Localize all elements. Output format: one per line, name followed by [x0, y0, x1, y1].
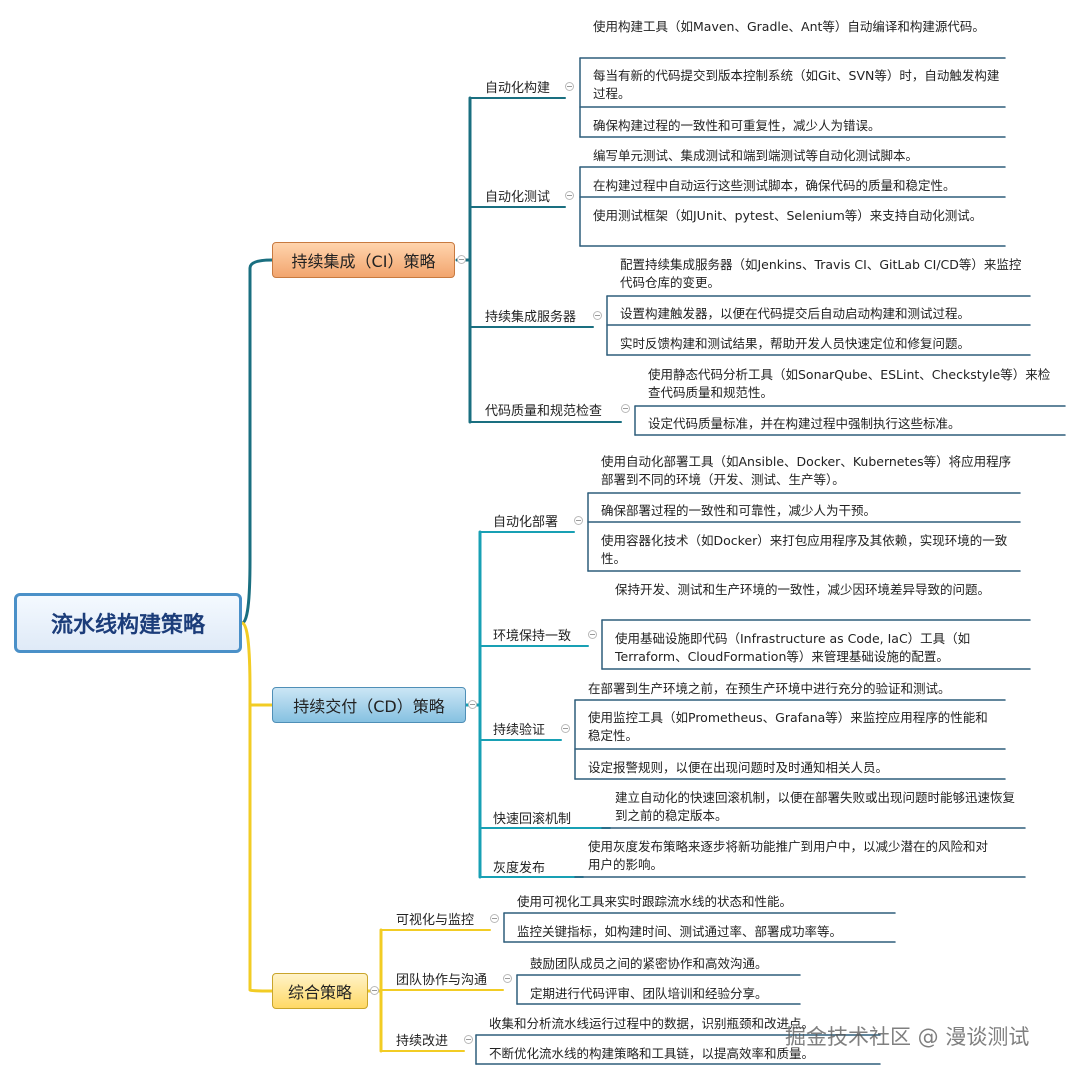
collapse-toggle-icon[interactable] — [468, 700, 477, 709]
subtopic-gray-release[interactable]: 灰度发布 — [493, 861, 546, 876]
collapse-toggle-icon[interactable] — [490, 914, 499, 923]
subtopic-ci-server[interactable]: 持续集成服务器 — [485, 310, 577, 325]
leaf-cd-verify-3: 设定报警规则，以便在出现问题时及时通知相关人员。 — [588, 760, 889, 775]
subtopic-code-quality[interactable]: 代码质量和规范检查 — [485, 404, 603, 419]
collapse-toggle-icon[interactable] — [588, 630, 597, 639]
leaf-ci-build-1: 使用构建工具（如Maven、Gradle、Ant等）自动编译和构建源代码。 — [593, 19, 985, 34]
collapse-toggle-icon[interactable] — [565, 82, 574, 91]
subtopic-fast-rollback[interactable]: 快速回滚机制 — [493, 812, 572, 827]
collapse-toggle-icon[interactable] — [574, 516, 583, 525]
subtopic-visual-monitor[interactable]: 可视化与监控 — [396, 913, 475, 928]
leaf-ci-test-3: 使用测试框架（如JUnit、pytest、Selenium等）来支持自动化测试。 — [593, 208, 983, 223]
subtopic-continuous-verify[interactable]: 持续验证 — [493, 723, 546, 738]
branch-cd-node[interactable]: 持续交付（CD）策略 — [272, 687, 466, 723]
leaf-ov-team-2: 定期进行代码评审、团队培训和经验分享。 — [530, 986, 768, 1001]
collapse-toggle-icon[interactable] — [370, 986, 379, 995]
subtopic-env-consistency[interactable]: 环境保持一致 — [493, 629, 572, 644]
leaf-ci-server-3: 实时反馈构建和测试结果，帮助开发人员快速定位和修复问题。 — [620, 336, 971, 351]
leaf-ov-team-1: 鼓励团队成员之间的紧密协作和高效沟通。 — [530, 956, 768, 971]
collapse-toggle-icon[interactable] — [464, 1035, 473, 1044]
leaf-ci-server-1: 配置持续集成服务器（如Jenkins、Travis CI、GitLab CI/C… — [620, 257, 1022, 290]
leaf-ci-test-2: 在构建过程中自动运行这些测试脚本，确保代码的质量和稳定性。 — [593, 178, 956, 193]
collapse-toggle-icon[interactable] — [621, 404, 630, 413]
leaf-cd-env-2: 使用基础设施即代码（Infrastructure as Code, IaC）工具… — [615, 631, 971, 664]
leaf-ci-test-1: 编写单元测试、集成测试和端到端测试等自动化测试脚本。 — [593, 148, 919, 163]
leaf-ci-server-2: 设置构建触发器，以便在代码提交后自动启动构建和测试过程。 — [620, 306, 971, 321]
leaf-ov-improve-1: 收集和分析流水线运行过程中的数据，识别瓶颈和改进点。 — [489, 1016, 815, 1031]
leaf-ov-improve-2: 不断优化流水线的构建策略和工具链，以提高效率和质量。 — [489, 1046, 815, 1061]
connector-root-overall — [240, 621, 274, 993]
leaf-cd-verify-1: 在部署到生产环境之前，在预生产环境中进行充分的验证和测试。 — [588, 681, 951, 696]
leaf-cd-gray-1: 使用灰度发布策略来逐步将新功能推广到用户中，以减少潜在的风险和对用户的影响。 — [588, 839, 989, 872]
collapse-toggle-icon[interactable] — [565, 191, 574, 200]
collapse-toggle-icon[interactable] — [593, 311, 602, 320]
leaf-ci-build-3: 确保构建过程的一致性和可重复性，减少人为错误。 — [593, 118, 881, 133]
leaf-ci-build-2: 每当有新的代码提交到版本控制系统（如Git、SVN等）时，自动触发构建过程。 — [593, 68, 1000, 101]
subtopic-continuous-improve[interactable]: 持续改进 — [396, 1034, 449, 1049]
leaf-cd-verify-2: 使用监控工具（如Prometheus、Grafana等）来监控应用程序的性能和稳… — [588, 710, 988, 743]
leaf-ci-quality-2: 设定代码质量标准，并在构建过程中强制执行这些标准。 — [648, 416, 961, 431]
subtopic-auto-test[interactable]: 自动化测试 — [485, 190, 551, 205]
leaf-cd-deploy-1: 使用自动化部署工具（如Ansible、Docker、Kubernetes等）将应… — [601, 454, 1012, 487]
leaf-cd-env-1: 保持开发、测试和生产环境的一致性，减少因环境差异导致的问题。 — [615, 582, 991, 597]
root-node[interactable]: 流水线构建策略 — [14, 593, 242, 653]
subtopic-team-collab[interactable]: 团队协作与沟通 — [396, 973, 488, 988]
collapse-toggle-icon[interactable] — [561, 724, 570, 733]
leaf-cd-deploy-2: 确保部署过程的一致性和可靠性，减少人为干预。 — [601, 503, 877, 518]
leaf-ci-quality-1: 使用静态代码分析工具（如SonarQube、ESLint、Checkstyle等… — [648, 367, 1051, 400]
collapse-toggle-icon[interactable] — [503, 974, 512, 983]
subtopic-auto-build[interactable]: 自动化构建 — [485, 81, 551, 96]
leaf-ov-visual-2: 监控关键指标，如构建时间、测试通过率、部署成功率等。 — [517, 924, 843, 939]
branch-overall-node[interactable]: 综合策略 — [272, 973, 368, 1009]
watermark: 掘金技术社区 @ 漫谈测试 — [785, 1025, 1030, 1049]
connector-root-ci — [240, 258, 274, 625]
subtopic-auto-deploy[interactable]: 自动化部署 — [493, 515, 559, 530]
leaf-cd-deploy-3: 使用容器化技术（如Docker）来打包应用程序及其依赖，实现环境的一致性。 — [601, 533, 1008, 566]
leaf-cd-rollback-1: 建立自动化的快速回滚机制，以便在部署失败或出现问题时能够迅速恢复到之前的稳定版本… — [615, 790, 1016, 823]
collapse-toggle-icon[interactable] — [457, 255, 466, 264]
branch-ci-node[interactable]: 持续集成（CI）策略 — [272, 242, 455, 278]
leaf-ov-visual-1: 使用可视化工具来实时跟踪流水线的状态和性能。 — [517, 894, 793, 909]
